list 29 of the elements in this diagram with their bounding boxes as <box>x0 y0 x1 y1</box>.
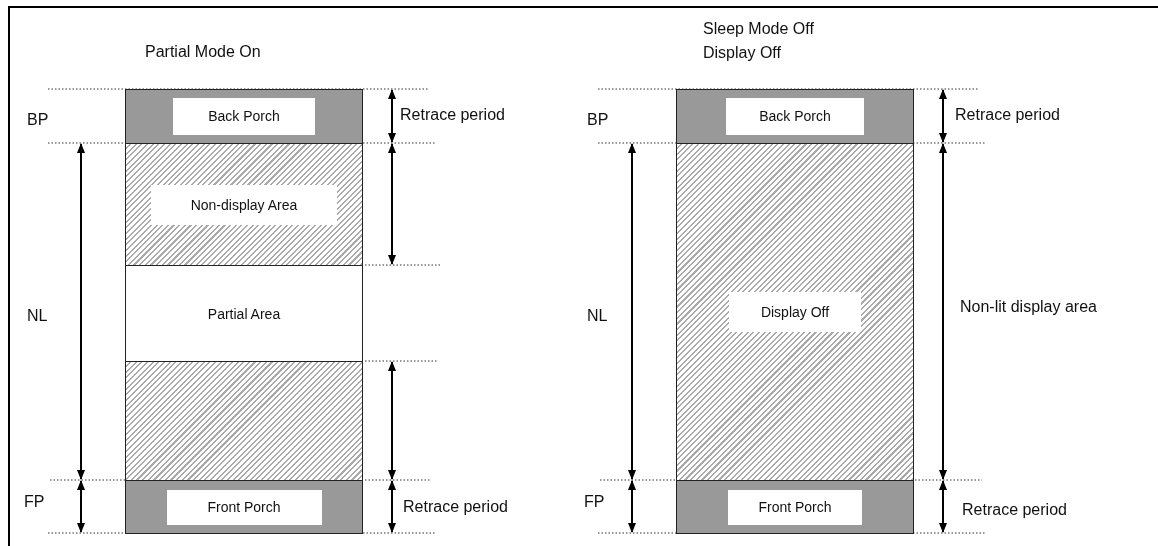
area-band <box>125 265 363 362</box>
period-label: Non-lit display area <box>960 298 1097 316</box>
band-label: Non-display Area <box>151 184 337 225</box>
period-abbreviation: FP <box>584 493 605 511</box>
porch-band <box>676 480 914 534</box>
band-label: Display Off <box>729 292 861 332</box>
porch-band <box>125 89 363 144</box>
period-label: Retrace period <box>400 106 505 124</box>
period-abbreviation: BP <box>27 111 49 129</box>
band-label: Back Porch <box>726 98 864 135</box>
porch-band <box>676 89 914 144</box>
panel-heading: Sleep Mode Off <box>703 20 814 38</box>
period-abbreviation: NL <box>27 307 48 325</box>
band-label: Partial Area <box>207 305 281 322</box>
period-label: Retrace period <box>403 498 508 516</box>
band-label: Front Porch <box>728 489 862 525</box>
panel-heading: Display Off <box>703 44 781 62</box>
hatched-band <box>125 361 363 481</box>
period-label: Retrace period <box>962 501 1067 519</box>
band-label: Back Porch <box>173 98 315 135</box>
period-label: Retrace period <box>955 106 1060 124</box>
hatched-band <box>676 143 914 481</box>
period-abbreviation: NL <box>587 307 608 325</box>
panel-heading: Partial Mode On <box>145 43 261 61</box>
hatched-band <box>125 143 363 266</box>
band-label: Front Porch <box>166 489 322 525</box>
porch-band <box>125 480 363 534</box>
period-abbreviation: BP <box>587 111 609 129</box>
period-abbreviation: FP <box>24 493 45 511</box>
